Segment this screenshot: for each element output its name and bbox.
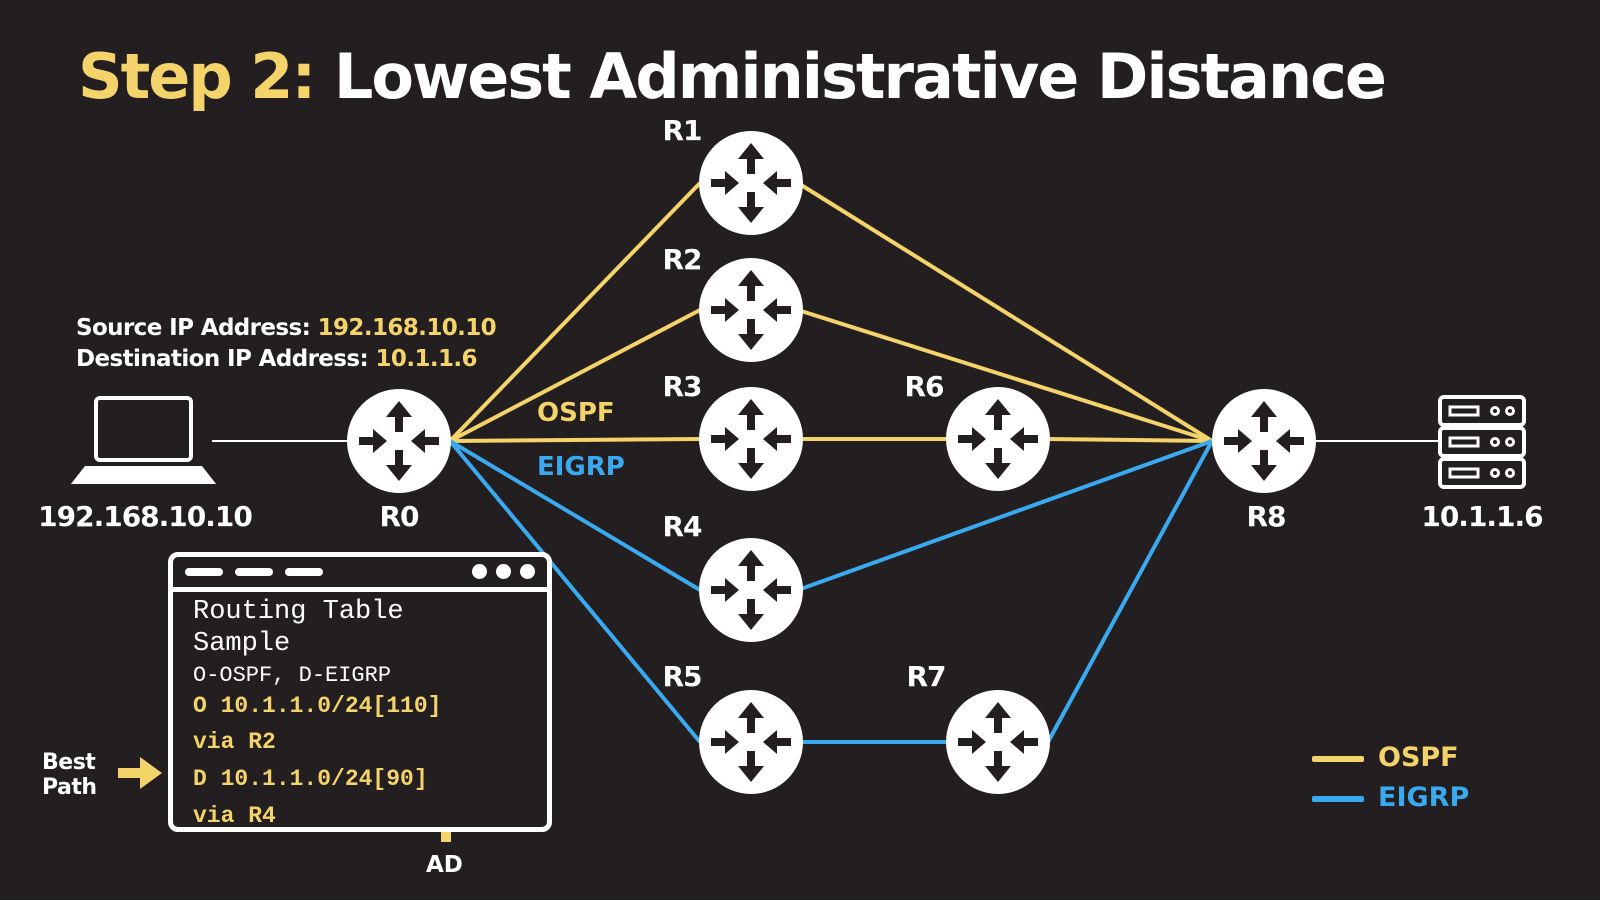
ad-label: AD — [426, 852, 463, 878]
ospf-link-label: OSPF — [537, 398, 615, 428]
dest-ip-line: Destination IP Address: 10.1.1.6 — [76, 346, 478, 372]
eigrp-links — [448, 439, 1214, 744]
router-label-r8: R8 — [1246, 500, 1286, 533]
route-ospf-via: via R2 — [193, 729, 276, 755]
eigrp-r0-r5 — [448, 439, 702, 744]
best-path-arrow-icon — [118, 757, 162, 789]
router-icon-r5 — [699, 690, 803, 794]
routing-table-window: Routing Table Sample O-OSPF, D-EIGRP O 1… — [168, 552, 552, 832]
server-icon — [1438, 395, 1526, 489]
router-label-r5: R5 — [662, 660, 702, 693]
titlebar-dash — [235, 568, 273, 576]
routing-table-title: Routing Table — [193, 597, 404, 627]
router-icon-r0 — [347, 389, 451, 493]
ospf-r6-r8 — [1047, 437, 1213, 443]
router-icon-r6 — [946, 387, 1050, 491]
router-label-r6: R6 — [904, 370, 944, 403]
legend-ospf-swatch — [1312, 755, 1364, 762]
ospf-r2-r8 — [797, 308, 1213, 443]
ospf-r0-r3 — [449, 437, 701, 443]
laptop-icon — [70, 396, 217, 484]
best-path-label: Best Path — [42, 750, 97, 800]
route-eigrp-via: via R4 — [193, 803, 276, 829]
routing-table-codes: O-OSPF, D-EIGRP — [193, 663, 392, 688]
router-label-r1: R1 — [662, 114, 702, 147]
legend-ospf-label: OSPF — [1378, 742, 1459, 773]
route-eigrp: D 10.1.1.0/24[90] — [193, 766, 428, 792]
router-label-r4: R4 — [662, 510, 702, 543]
best-path-word: Best — [42, 750, 96, 775]
legend-eigrp-swatch — [1312, 795, 1364, 802]
router-icon-r4 — [699, 538, 803, 642]
eigrp-r7-r8 — [1046, 440, 1214, 743]
router-label-r0: R0 — [379, 500, 419, 533]
best-path-word: Path — [42, 775, 97, 800]
route-ospf: O 10.1.1.0/24[110] — [193, 693, 442, 719]
titlebar-dot — [472, 564, 487, 579]
titlebar-dot — [496, 564, 511, 579]
router-icon-r3 — [699, 387, 803, 491]
router-icon-r2 — [699, 258, 803, 362]
router-label-r2: R2 — [662, 243, 702, 276]
title-step: Step 2: — [78, 40, 316, 113]
eigrp-r0-r4 — [448, 439, 702, 592]
dest-ip-value: 10.1.1.6 — [375, 346, 478, 372]
eigrp-link-label: EIGRP — [537, 452, 625, 482]
router-label-r7: R7 — [906, 660, 946, 693]
titlebar-dash — [285, 568, 323, 576]
page-title: Step 2: Lowest Administrative Distance — [78, 40, 1387, 113]
legend-eigrp-label: EIGRP — [1378, 782, 1470, 813]
source-ip-label: Source IP Address: — [76, 315, 311, 341]
window-titlebar — [173, 557, 547, 592]
router-icon-r7 — [946, 690, 1050, 794]
eigrp-r4-r8 — [797, 439, 1213, 592]
ospf-links — [448, 181, 1214, 443]
ospf-r0-r1 — [448, 181, 702, 443]
source-ip-line: Source IP Address: 192.168.10.10 — [76, 315, 497, 341]
ospf-r0-r2 — [449, 308, 701, 443]
router-icon-r8 — [1212, 389, 1316, 493]
laptop-ip-label: 192.168.10.10 — [38, 500, 253, 533]
server-ip-label: 10.1.1.6 — [1421, 500, 1543, 533]
router-icon-r1 — [699, 131, 803, 235]
dest-ip-label: Destination IP Address: — [76, 346, 369, 372]
title-text: Lowest Administrative Distance — [333, 40, 1387, 113]
legend-ospf: OSPF — [1312, 742, 1459, 773]
titlebar-dash — [185, 568, 223, 576]
source-ip-value: 192.168.10.10 — [317, 315, 497, 341]
routing-table-title-2: Sample — [193, 629, 291, 659]
ospf-r1-r8 — [796, 181, 1214, 443]
router-label-r3: R3 — [662, 370, 702, 403]
legend-eigrp: EIGRP — [1312, 782, 1469, 813]
titlebar-dot — [520, 564, 535, 579]
